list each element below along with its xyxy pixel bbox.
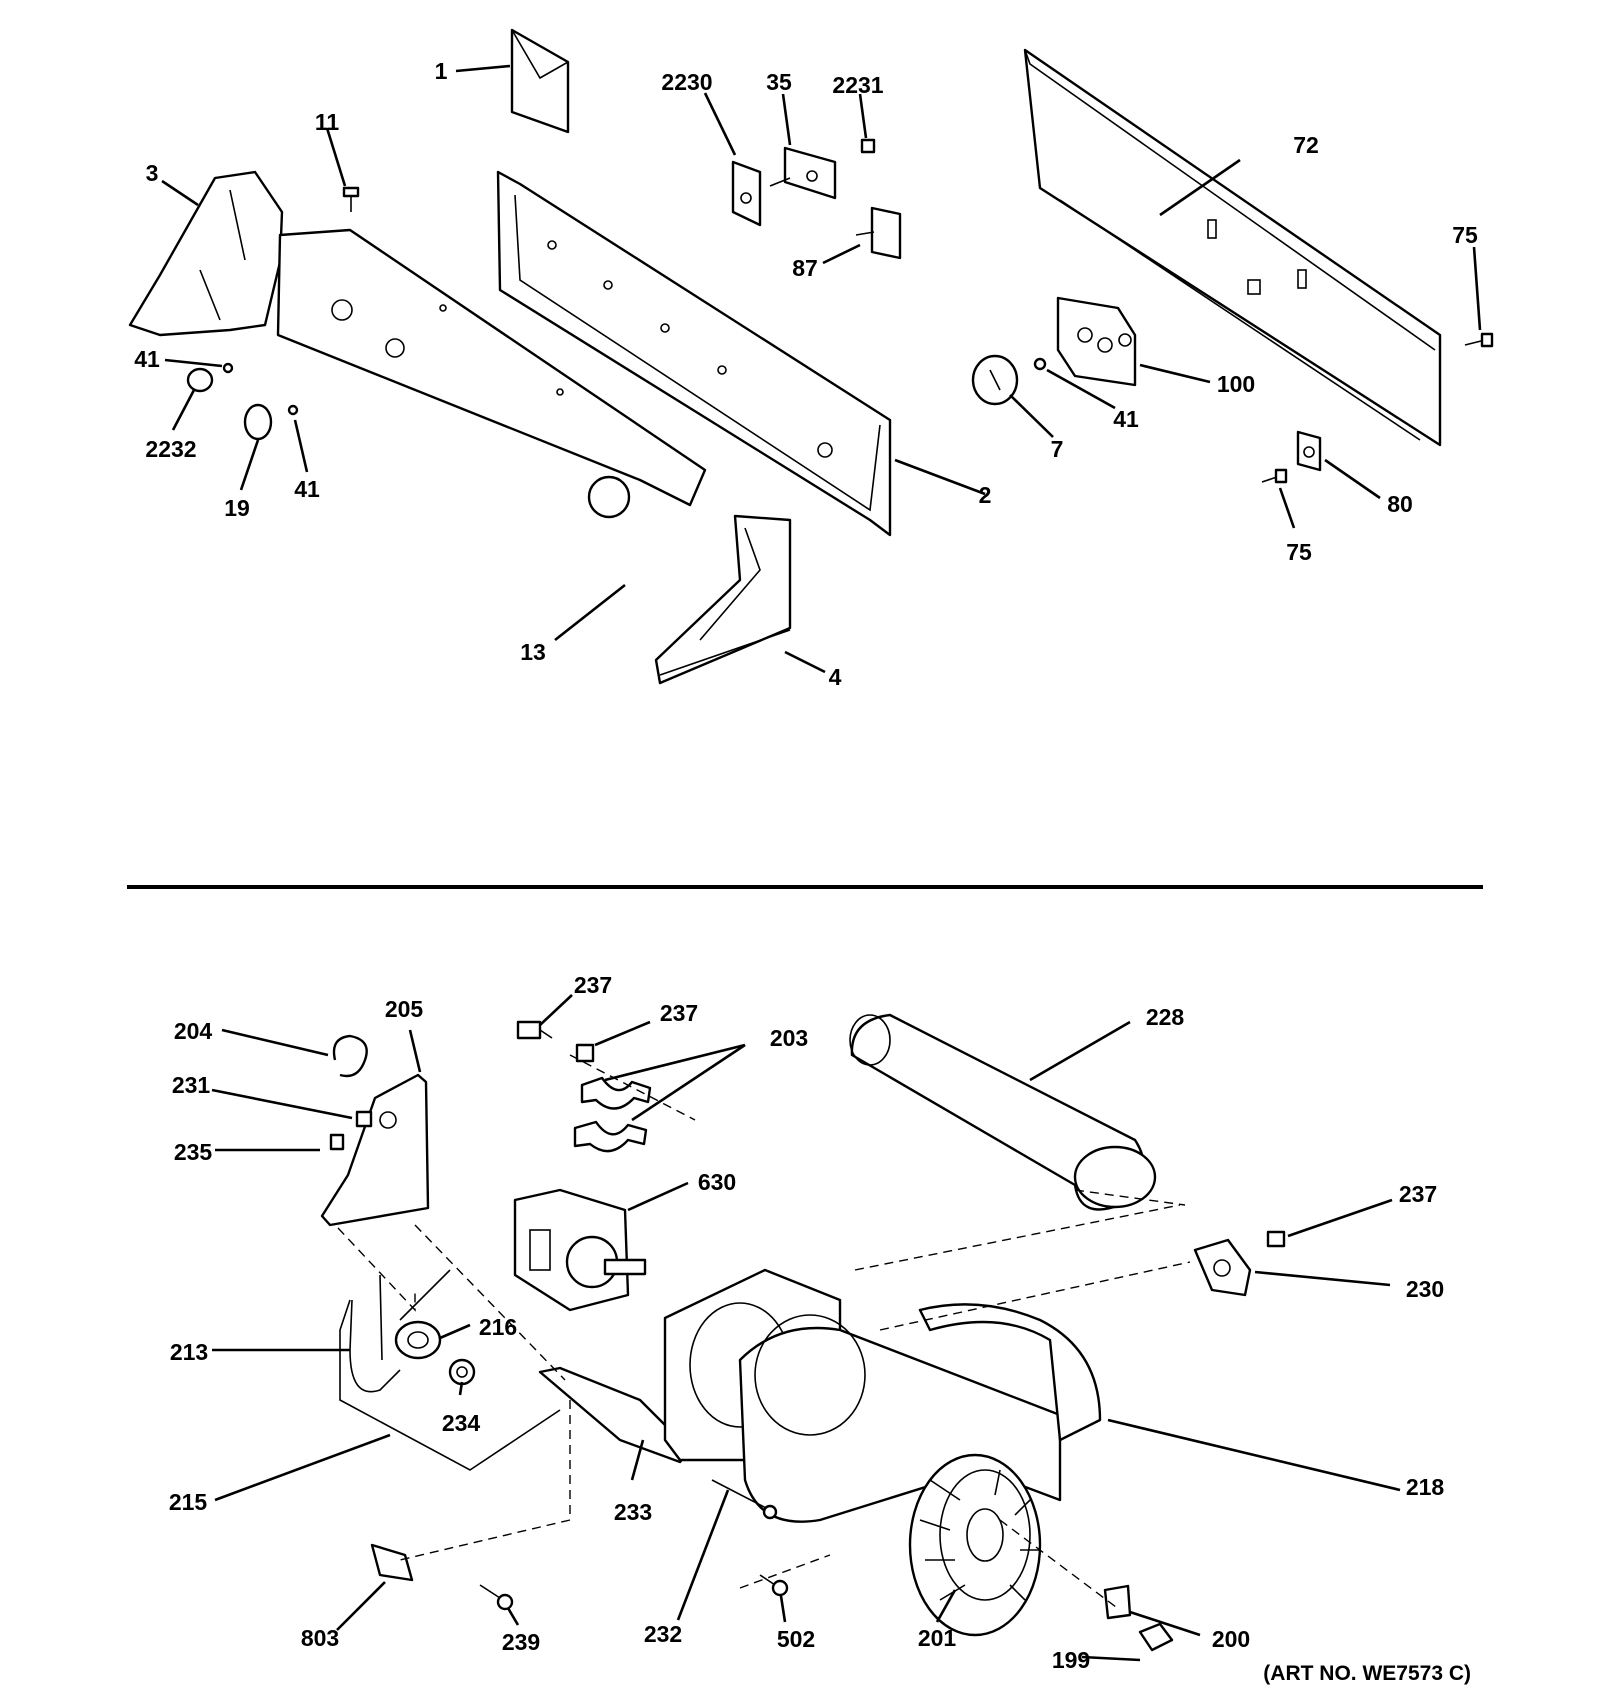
part-2-backsplash xyxy=(496,170,892,537)
label-100: 100 xyxy=(1217,371,1255,397)
label-234: 234 xyxy=(442,1410,481,1436)
part-200-clip xyxy=(1103,1584,1132,1620)
label-75-lower: 75 xyxy=(1286,539,1312,565)
label-1: 1 xyxy=(435,58,448,84)
label-200: 200 xyxy=(1212,1626,1250,1652)
part-235-screw xyxy=(329,1133,345,1151)
label-803: 803 xyxy=(301,1625,339,1651)
label-233: 233 xyxy=(614,1499,652,1525)
label-13: 13 xyxy=(520,639,546,665)
label-2231: 2231 xyxy=(832,72,883,98)
part-1-envelope xyxy=(510,28,570,134)
part-2232-knob xyxy=(186,367,214,393)
label-72: 72 xyxy=(1293,132,1319,158)
label-3: 3 xyxy=(146,160,159,186)
part-230-bracket xyxy=(1193,1238,1252,1297)
part-199-bolt xyxy=(1138,1622,1174,1652)
part-11-screw xyxy=(342,186,360,212)
part-41-clip-right xyxy=(1033,357,1047,371)
part-75-screw-lower xyxy=(1261,468,1288,484)
part-204-clip xyxy=(332,1034,368,1078)
part-218-blower-housing xyxy=(663,1268,1102,1523)
part-87-switch xyxy=(855,206,902,260)
part-803-switch xyxy=(370,1543,414,1582)
part-232-rod xyxy=(711,1479,778,1520)
label-80: 80 xyxy=(1387,491,1413,517)
part-41-clip-left-lower xyxy=(287,404,299,416)
part-80-bracket xyxy=(1296,430,1322,472)
label-232: 232 xyxy=(644,1621,682,1647)
part-237-screw-c xyxy=(1266,1230,1286,1248)
part-203-motor-clamp-upper xyxy=(580,1076,652,1110)
label-2: 2 xyxy=(979,482,992,508)
label-213: 213 xyxy=(170,1339,208,1365)
part-237-screw-a xyxy=(516,1020,553,1040)
part-231-screw xyxy=(355,1110,373,1128)
part-2230-bracket xyxy=(731,160,762,227)
part-19-knob xyxy=(243,403,273,441)
label-203: 203 xyxy=(770,1025,808,1051)
part-3-end-cap-left xyxy=(128,170,284,337)
label-11: 11 xyxy=(315,109,340,135)
label-75-upper: 75 xyxy=(1452,222,1478,248)
part-75-screw-upper xyxy=(1464,332,1494,348)
part-237-screw-b xyxy=(575,1043,595,1063)
upper-leader-lines xyxy=(161,64,1482,674)
label-204: 204 xyxy=(174,1018,213,1044)
part-203-motor-clamp-lower xyxy=(573,1120,648,1153)
label-239: 239 xyxy=(502,1629,540,1655)
label-230: 230 xyxy=(1406,1276,1444,1302)
label-502: 502 xyxy=(777,1626,815,1652)
label-19: 19 xyxy=(224,495,250,521)
label-228: 228 xyxy=(1146,1004,1185,1030)
part-630-motor xyxy=(513,1188,647,1312)
label-87: 87 xyxy=(792,255,818,281)
label-4: 4 xyxy=(829,664,842,690)
label-216: 216 xyxy=(479,1314,517,1340)
part-213-belt xyxy=(349,1274,401,1393)
label-237-b: 237 xyxy=(660,1000,698,1026)
label-41-left-upper: 41 xyxy=(134,346,160,372)
part-4-end-cap-right xyxy=(654,514,792,685)
part-201-fan-wheel xyxy=(908,1453,1042,1637)
part-234-washer xyxy=(448,1358,476,1386)
part-72-back-panel xyxy=(1023,48,1442,447)
part-41-clip-left-upper xyxy=(222,362,234,374)
label-2230: 2230 xyxy=(661,69,712,95)
part-215-idler-arm xyxy=(339,1299,561,1471)
label-7: 7 xyxy=(1051,436,1064,462)
label-205: 205 xyxy=(385,996,424,1022)
part-216-idler-pulley xyxy=(394,1269,451,1360)
label-218: 218 xyxy=(1406,1474,1445,1500)
label-199: 199 xyxy=(1052,1647,1090,1673)
part-228-duct xyxy=(849,1013,1157,1211)
assembly-guide-lines xyxy=(337,1054,1191,1611)
art-number: (ART NO. WE7573 C) xyxy=(1263,1662,1471,1685)
label-35: 35 xyxy=(766,69,792,95)
part-502-screw xyxy=(759,1574,789,1597)
part-7-knob xyxy=(971,354,1019,406)
label-201: 201 xyxy=(918,1625,957,1651)
label-237-c: 237 xyxy=(1399,1181,1437,1207)
label-231: 231 xyxy=(172,1072,211,1098)
label-630: 630 xyxy=(698,1169,736,1195)
label-2232: 2232 xyxy=(145,436,196,462)
label-237-a: 237 xyxy=(574,972,612,998)
label-215: 215 xyxy=(169,1489,208,1515)
callout-labels: 1 2230 35 2231 72 11 3 87 75 41 2232 19 … xyxy=(134,58,1478,1685)
part-13-panel-face xyxy=(276,228,707,519)
label-41-left-lower: 41 xyxy=(294,476,320,502)
part-205-bracket xyxy=(320,1073,430,1227)
label-41-right: 41 xyxy=(1113,406,1139,432)
lower-leader-lines xyxy=(211,994,1401,1662)
part-100-timer xyxy=(1056,296,1137,387)
label-235: 235 xyxy=(174,1139,213,1165)
part-2231-screw xyxy=(860,138,876,154)
part-239-screw xyxy=(479,1584,514,1611)
part-35-switch xyxy=(769,146,837,200)
